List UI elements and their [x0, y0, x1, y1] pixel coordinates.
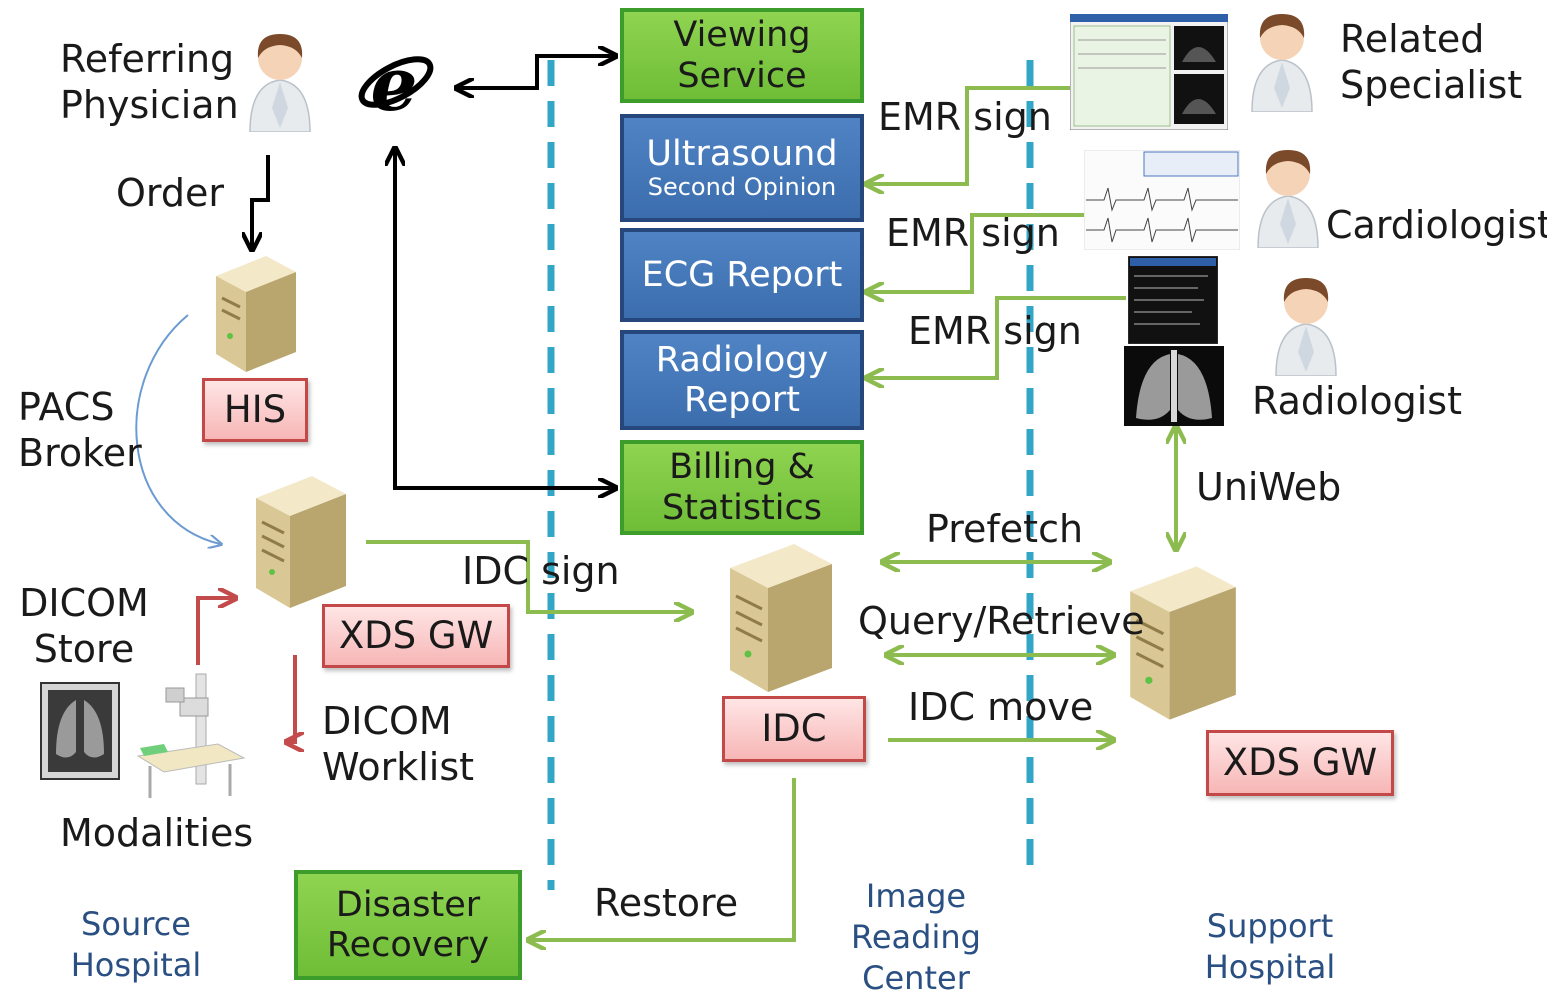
- billing-line-1: Billing &: [669, 447, 815, 488]
- idc-move-label: IDC move: [908, 685, 1094, 729]
- referring-physician-icon: [249, 34, 311, 132]
- radiology-workstation-screen-icon: [1128, 256, 1218, 344]
- ultrasound-title: Ultrasound: [646, 134, 838, 175]
- idc-text: IDC: [761, 706, 827, 750]
- xray-film-icon: [40, 682, 120, 780]
- viewing-service-box: Viewing Service: [620, 8, 864, 103]
- modalities-label: Modalities: [60, 811, 254, 855]
- billing-line-2: Statistics: [662, 487, 822, 528]
- emr-sign-label-2: EMR sign: [886, 211, 1060, 255]
- pacs-broker-label: PACS Broker: [18, 385, 142, 475]
- radiology-report-line-1: Radiology: [655, 339, 829, 380]
- his-text: HIS: [223, 387, 287, 431]
- pacs-broker-curve: [135, 314, 220, 544]
- related-specialist-label: Related Specialist: [1340, 17, 1523, 107]
- emr-sign-ecg-arrow: [868, 213, 1084, 292]
- xds-gw-support-text: XDS GW: [1222, 740, 1378, 784]
- order-label: Order: [116, 171, 224, 215]
- his-label: HIS: [202, 378, 308, 442]
- ultrasound-subtitle: Second Opinion: [647, 173, 837, 202]
- emr-ultrasound-screen-icon: [1070, 14, 1228, 130]
- ecg-screen-icon: [1084, 150, 1240, 250]
- referring-physician-label: Referring Physician: [60, 37, 239, 127]
- ultrasound-second-opinion-box: Ultrasound Second Opinion: [620, 114, 864, 222]
- prefetch-label: Prefetch: [926, 507, 1084, 551]
- radiologist-icon: [1275, 278, 1337, 376]
- cardiologist-label: Cardiologist: [1326, 203, 1547, 247]
- restore-label: Restore: [594, 881, 739, 925]
- dicom-worklist-label: DICOM Worklist: [322, 699, 475, 789]
- idc-label: IDC: [722, 696, 866, 762]
- idc-sign-arrow: [366, 540, 690, 612]
- his-server-icon: [216, 256, 296, 372]
- chest-xray-image-icon: [1124, 346, 1224, 426]
- dicom-store-arrow: [196, 598, 234, 665]
- radiology-report-line-2: Report: [683, 380, 801, 420]
- radiology-report-box: Radiology Report: [620, 330, 864, 430]
- web-browser-icon: e: [358, 42, 434, 128]
- ecg-report-box: ECG Report: [620, 228, 864, 322]
- related-specialist-icon: [1251, 14, 1313, 112]
- emr-sign-ultrasound-arrow: [868, 86, 1070, 184]
- xds-gw-source-text: XDS GW: [338, 613, 494, 657]
- viewing-service-line-2: Service: [677, 55, 807, 96]
- disaster-line-2: Recovery: [326, 925, 490, 965]
- image-reading-center-label: Image Reading Center: [851, 877, 981, 997]
- uniweb-label: UniWeb: [1196, 465, 1342, 509]
- svg-text:e: e: [370, 42, 417, 128]
- dicom-store-label: DICOM Store: [19, 581, 149, 671]
- dicom-worklist-arrow: [288, 655, 295, 742]
- idc-server-icon: [730, 544, 832, 692]
- viewing-service-line-1: Viewing: [673, 15, 811, 56]
- source-hospital-label: Source Hospital: [70, 905, 202, 984]
- xds-gw-source-label: XDS GW: [322, 604, 510, 668]
- idc-sign-label: IDC sign: [462, 549, 620, 593]
- xds-gw-support-label: XDS GW: [1206, 730, 1394, 796]
- emr-sign-label-3: EMR sign: [908, 309, 1082, 353]
- support-hospital-label: Support Hospital: [1204, 907, 1336, 986]
- xds-gw-source-server-icon: [256, 476, 346, 608]
- disaster-line-1: Disaster: [335, 884, 481, 925]
- emr-sign-radiology-arrow: [868, 296, 1126, 378]
- modality-machine-icon: [136, 673, 246, 798]
- restore-arrow: [530, 778, 796, 940]
- cardiologist-icon: [1257, 150, 1319, 248]
- disaster-recovery-box: Disaster Recovery: [294, 870, 522, 980]
- radiologist-label: Radiologist: [1252, 379, 1462, 423]
- order-arrow: [252, 155, 270, 248]
- viewing-service-arrow: [458, 56, 614, 88]
- xds-gw-support-server-icon: [1130, 566, 1236, 720]
- billing-statistics-box: Billing & Statistics: [620, 440, 864, 535]
- ecg-report-label: ECG Report: [641, 254, 843, 295]
- query-retrieve-label: Query/Retrieve: [858, 599, 1145, 643]
- billing-arrow: [395, 150, 614, 488]
- emr-sign-label-1: EMR sign: [878, 95, 1052, 139]
